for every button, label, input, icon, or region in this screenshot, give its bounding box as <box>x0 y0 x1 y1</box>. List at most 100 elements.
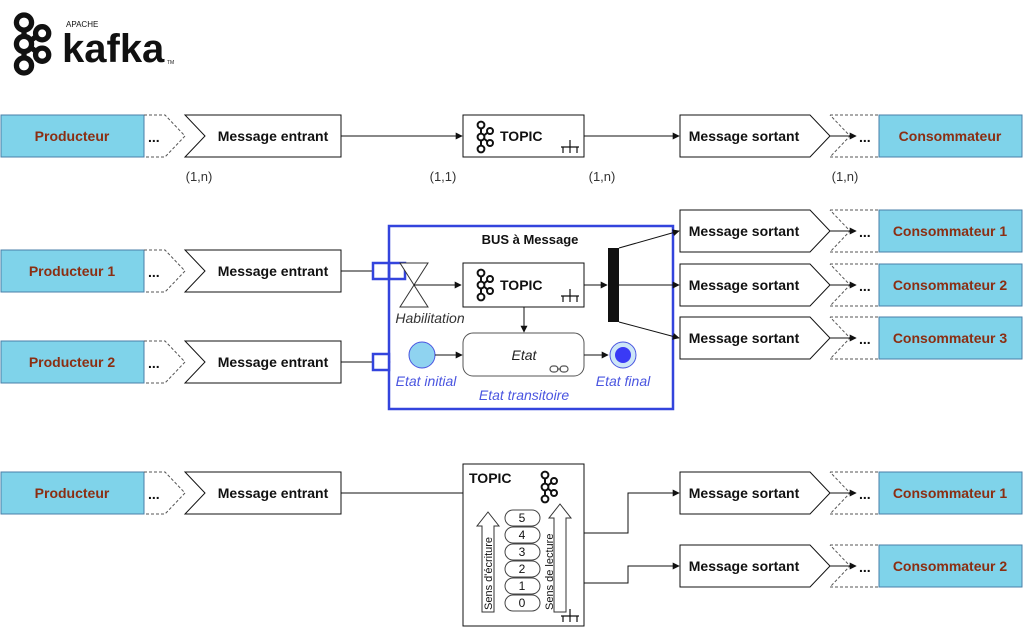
consumer-extension-dashed <box>828 471 878 515</box>
producer-1-box[interactable] <box>0 249 145 293</box>
offset-cell[interactable] <box>504 543 541 561</box>
outgoing-message-shape[interactable] <box>679 544 831 588</box>
consumer-2-label: Consommateur 2 <box>893 277 1008 293</box>
ellipsis: ... <box>859 559 871 575</box>
write-direction-label: Sens d'écriture <box>483 537 495 610</box>
ellipsis: ... <box>859 331 871 347</box>
ellipsis: ... <box>859 129 871 145</box>
consumer-2-box[interactable] <box>878 544 1023 588</box>
bus-input-port-2[interactable] <box>371 352 391 372</box>
producer-1-label: Producteur 1 <box>29 263 116 279</box>
cardinality-label: (1,n) <box>832 169 859 184</box>
offset-value: 1 <box>519 579 526 593</box>
producer-label: Producteur <box>35 128 110 144</box>
ellipsis: ... <box>859 278 871 294</box>
consumer-extension-dashed <box>828 544 878 588</box>
partition-topic-label: TOPIC <box>469 470 512 486</box>
message-bus-title: BUS à Message <box>482 232 579 247</box>
producer-2-label: Producteur 2 <box>29 354 116 370</box>
connector-arrow <box>618 229 680 249</box>
producer-2-box[interactable] <box>0 340 145 384</box>
consumer-box[interactable] <box>878 114 1023 158</box>
outgoing-message-label: Message sortant <box>689 128 800 144</box>
producer-extension-dashed <box>144 249 186 293</box>
cardinality-label: (1,n) <box>186 169 213 184</box>
incoming-message-label: Message entrant <box>218 354 329 370</box>
outgoing-message-label: Message sortant <box>689 485 800 501</box>
connector-arrow <box>584 562 680 584</box>
kafka-logo-trademark: TM <box>167 60 174 66</box>
offset-cell[interactable] <box>504 577 541 595</box>
final-state-label: Etat final <box>596 373 651 389</box>
incoming-message-shape[interactable] <box>183 471 342 515</box>
read-direction-label: Sens de lecture <box>544 534 556 610</box>
consumer-extension-dashed <box>828 114 878 158</box>
incoming-message-label: Message entrant <box>218 485 329 501</box>
incoming-message-shape[interactable] <box>183 249 342 293</box>
row-message-bus: Producteur 1 ... Message entrant Product… <box>0 209 1023 411</box>
outgoing-message-label: Message sortant <box>689 223 800 239</box>
consumer-2-label: Consommateur 2 <box>893 558 1008 574</box>
producer-box[interactable] <box>0 114 145 158</box>
initial-state-label: Etat initial <box>396 373 458 389</box>
incoming-message-shape[interactable] <box>183 340 342 384</box>
outgoing-message-shape[interactable] <box>679 471 831 515</box>
producer-extension-dashed <box>144 471 186 515</box>
outgoing-message-shape[interactable] <box>679 114 831 158</box>
kafka-logo-icon <box>13 12 52 76</box>
offset-value: 3 <box>519 545 526 559</box>
consumer-1-box[interactable] <box>878 471 1023 515</box>
consumer-3-label: Consommateur 3 <box>893 330 1008 346</box>
offset-value: 4 <box>519 528 526 542</box>
bus-topic-label: TOPIC <box>500 277 543 293</box>
outgoing-message-label: Message sortant <box>689 558 800 574</box>
consumer-2-box[interactable] <box>878 263 1023 307</box>
partition-offset-stack: 5 4 3 2 1 0 <box>504 509 541 612</box>
write-direction-arrow-icon <box>475 511 501 613</box>
transient-state-label: Etat transitoire <box>479 387 569 403</box>
ellipsis: ... <box>859 224 871 240</box>
consumer-label: Consommateur <box>899 128 1002 144</box>
offset-value: 5 <box>519 511 526 525</box>
consumer-extension-dashed <box>828 263 878 307</box>
consumer-1-box[interactable] <box>878 209 1023 253</box>
producer-box[interactable] <box>0 471 145 515</box>
connector-arrow <box>584 489 680 534</box>
offset-value: 0 <box>519 596 526 610</box>
consumer-extension-dashed <box>828 209 878 253</box>
offset-value: 2 <box>519 562 526 576</box>
consumer-extension-dashed <box>828 316 878 360</box>
bus-input-port-1[interactable] <box>371 261 391 281</box>
incoming-message-label: Message entrant <box>218 263 329 279</box>
offset-cell[interactable] <box>504 509 541 527</box>
kafka-logo: APACHE kafka TM <box>13 12 174 76</box>
incoming-message-shape[interactable] <box>183 114 342 158</box>
offset-cell[interactable] <box>504 526 541 544</box>
connector-arrow <box>618 321 680 340</box>
offset-cell[interactable] <box>504 594 541 612</box>
consumer-3-box[interactable] <box>878 316 1023 360</box>
message-bus-container[interactable] <box>387 224 675 411</box>
outgoing-message-shape[interactable] <box>679 209 831 253</box>
ellipsis: ... <box>148 264 160 280</box>
producer-extension-dashed <box>144 340 186 384</box>
outgoing-message-label: Message sortant <box>689 330 800 346</box>
outgoing-message-shape[interactable] <box>679 316 831 360</box>
habilitation-label: Habilitation <box>395 310 464 326</box>
row-simple-flow: Producteur ... Message entrant TOPIC Mes… <box>0 114 1023 184</box>
final-state-core <box>615 347 631 363</box>
offset-cell[interactable] <box>504 560 541 578</box>
topic-label: TOPIC <box>500 128 543 144</box>
kafka-logo-tagline: APACHE <box>66 20 98 29</box>
ellipsis: ... <box>859 486 871 502</box>
dispatch-splitter-bar <box>608 248 619 322</box>
row-topic-partition: Producteur ... Message entrant TOPIC Sen… <box>0 463 1023 627</box>
consumer-1-label: Consommateur 1 <box>893 485 1008 501</box>
ellipsis: ... <box>148 486 160 502</box>
outgoing-message-shape[interactable] <box>679 263 831 307</box>
consumer-1-label: Consommateur 1 <box>893 223 1008 239</box>
initial-state-circle[interactable] <box>408 341 436 369</box>
ellipsis: ... <box>148 355 160 371</box>
incoming-message-label: Message entrant <box>218 128 329 144</box>
